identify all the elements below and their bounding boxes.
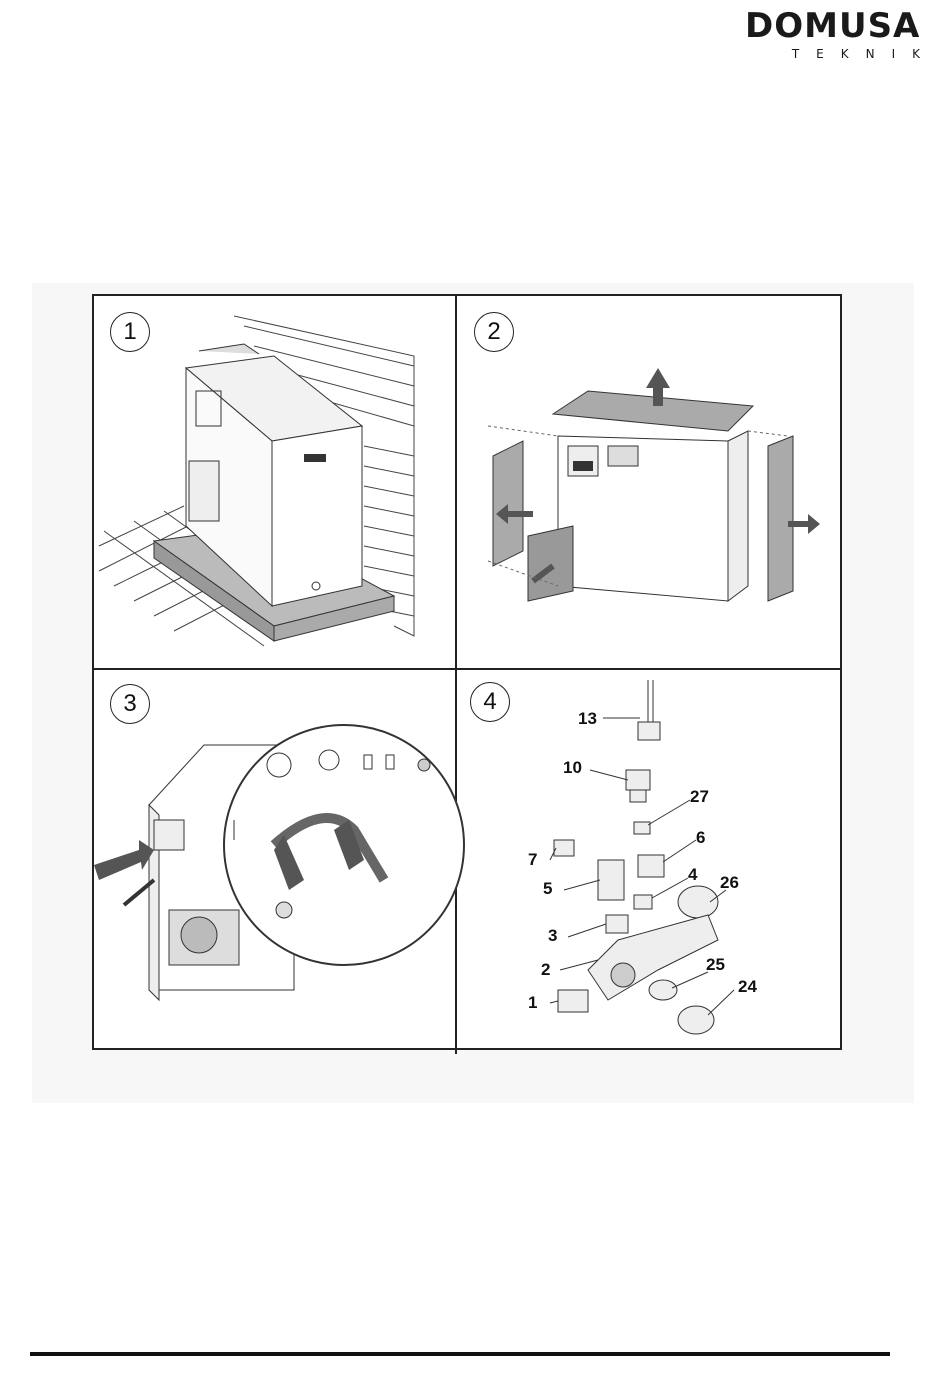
panel-step-4: 13 10 27 6 7 5 4 26 3 2 25 1 24 4 — [458, 670, 830, 1042]
brand-name: DOMUSA — [745, 8, 920, 44]
panel-step-1: 1 — [94, 296, 466, 668]
step-number-badge: 3 — [110, 684, 150, 724]
panel-step-3: 3 — [94, 670, 466, 1042]
part-label: 13 — [578, 709, 597, 728]
part-label: 6 — [696, 828, 705, 847]
part-label: 2 — [541, 960, 550, 979]
step-number-badge: 4 — [470, 682, 510, 722]
part-label: 3 — [548, 926, 557, 945]
part-label: 26 — [720, 873, 739, 892]
part-label: 10 — [563, 758, 582, 777]
part-label: 7 — [528, 850, 537, 869]
part-label: 4 — [688, 865, 698, 884]
step-number-badge: 2 — [474, 312, 514, 352]
brand-logo: DOMUSA TEKNIK — [745, 8, 920, 68]
part-label: 5 — [543, 879, 552, 898]
panel-step-2: 2 — [458, 296, 830, 668]
part-label: 1 — [528, 993, 537, 1012]
connection-detail-illustration — [94, 670, 466, 1042]
part-label: 25 — [706, 955, 725, 974]
panel-removal-illustration — [458, 296, 830, 668]
boiler-installed-illustration — [94, 296, 466, 668]
footer-rule — [30, 1352, 890, 1356]
exploded-parts-illustration: 13 10 27 6 7 5 4 26 3 2 25 1 24 — [458, 670, 830, 1042]
part-label: 24 — [738, 977, 757, 996]
part-label: 27 — [690, 787, 709, 806]
step-number-badge: 1 — [110, 312, 150, 352]
brand-tagline: TEKNIK — [745, 46, 937, 62]
